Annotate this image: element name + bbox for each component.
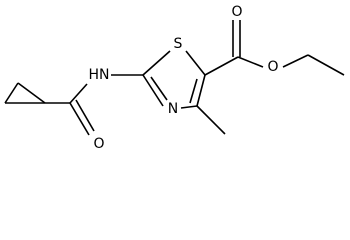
bond bbox=[17, 82, 46, 104]
bond bbox=[196, 74, 206, 107]
bond bbox=[237, 56, 264, 68]
bond bbox=[196, 105, 226, 135]
atom-label-ring-nitrogen: N bbox=[168, 101, 178, 117]
bond bbox=[185, 50, 206, 76]
cyclopropyl-ring bbox=[4, 82, 46, 104]
chemical-structure: S N HN O O O bbox=[4, 4, 345, 152]
bond bbox=[4, 82, 19, 104]
bond bbox=[142, 74, 164, 107]
bond bbox=[189, 78, 198, 104]
atom-label-ester-oxygen: O bbox=[267, 59, 278, 75]
atom-label-amide-oxygen: O bbox=[93, 136, 104, 152]
bond bbox=[69, 83, 88, 104]
bond bbox=[307, 54, 345, 76]
thiazole-ring bbox=[142, 50, 206, 109]
ester-carbonyl-double-bond bbox=[232, 20, 241, 57]
bond bbox=[150, 76, 168, 101]
bond bbox=[180, 105, 198, 109]
bond bbox=[282, 54, 309, 68]
atom-label-carbonyl-oxygen: O bbox=[231, 4, 242, 20]
amide-carbonyl-double-bond bbox=[69, 99, 95, 136]
bond bbox=[69, 102, 90, 136]
atom-label-amine-nh: HN bbox=[89, 67, 110, 83]
bond bbox=[204, 56, 239, 76]
bond bbox=[75, 99, 95, 132]
bond bbox=[142, 50, 171, 76]
atom-label-sulfur: S bbox=[174, 36, 183, 52]
